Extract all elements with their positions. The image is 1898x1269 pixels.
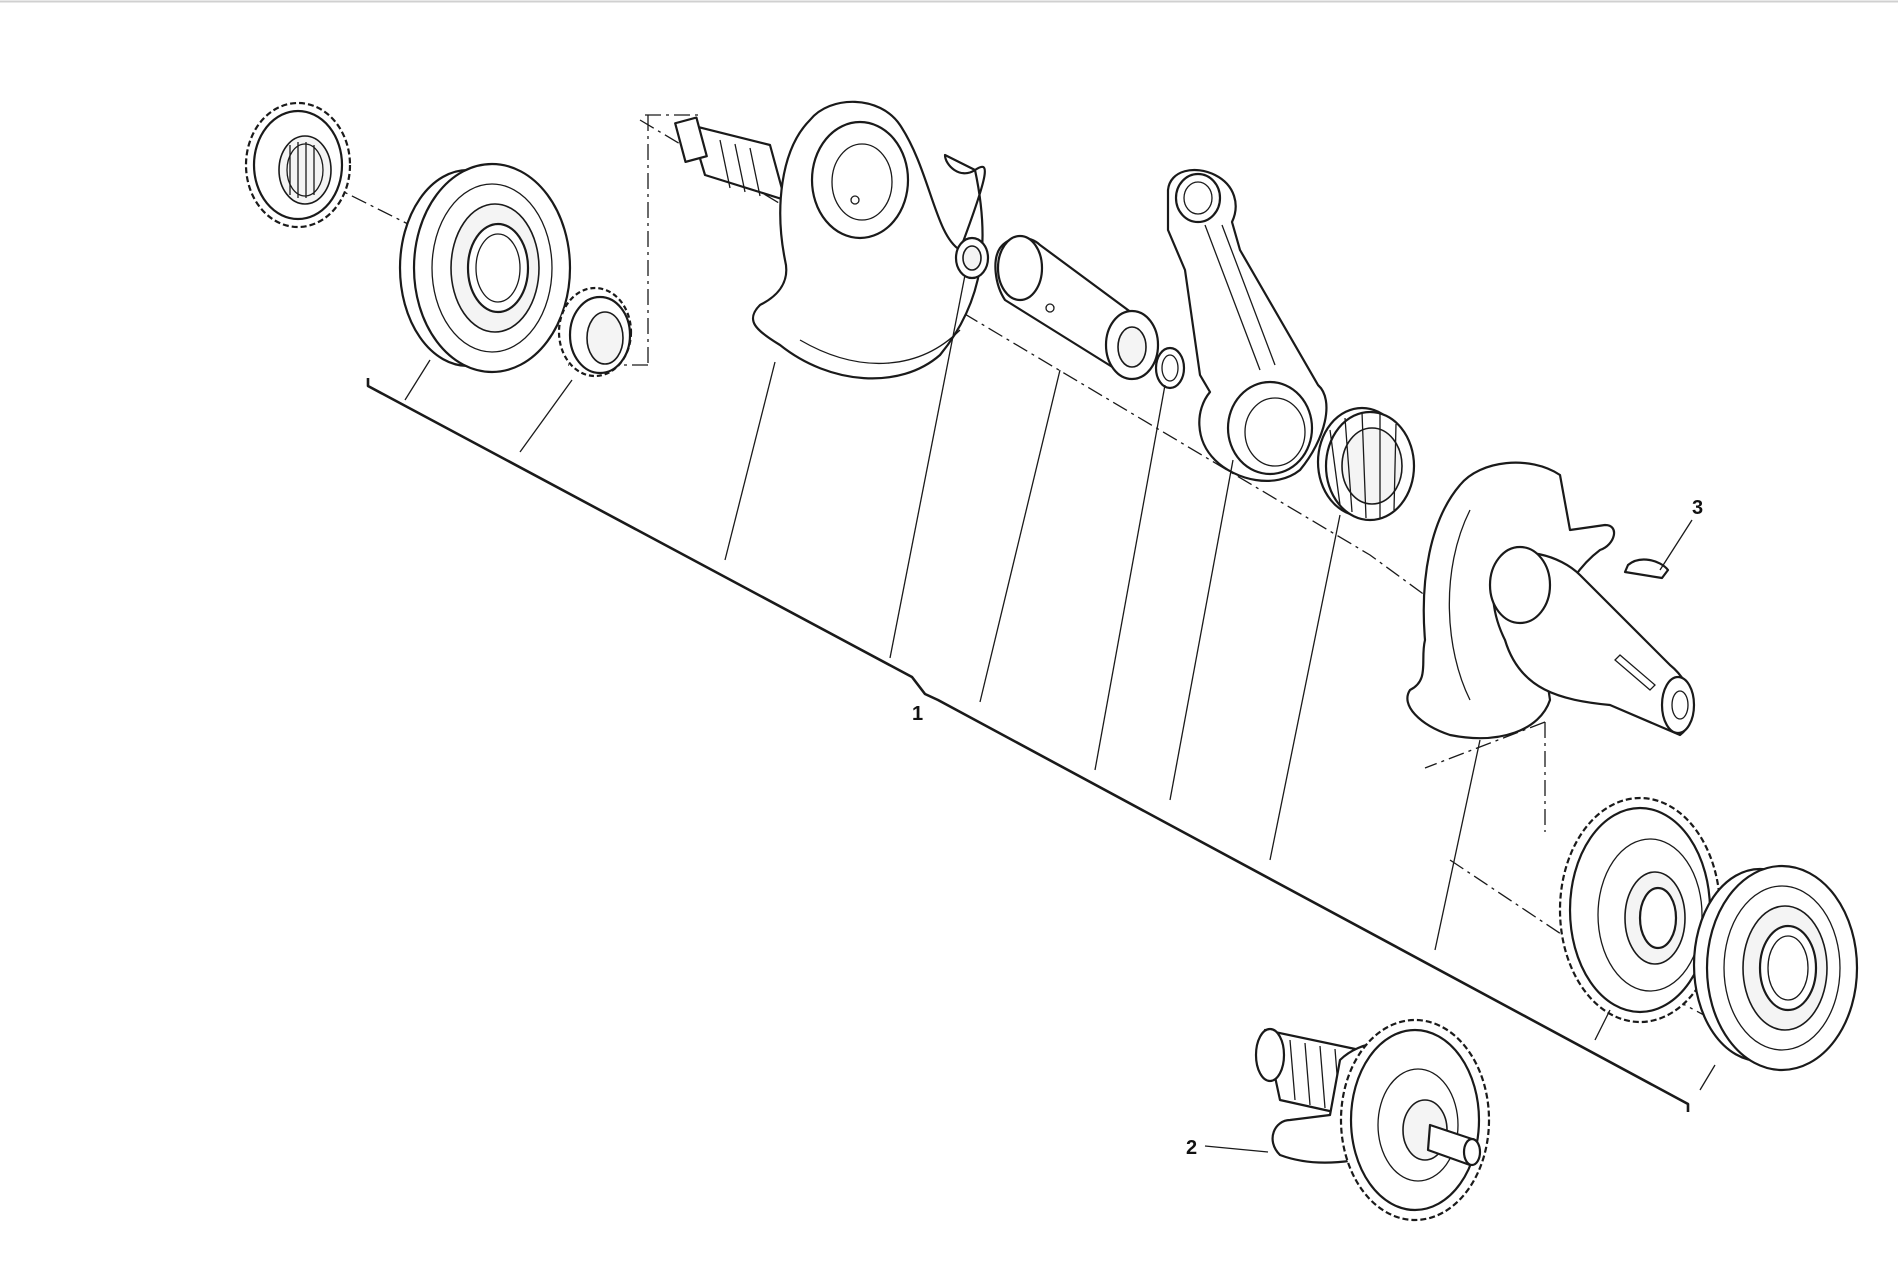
callout-3-label: 3 xyxy=(1692,497,1703,519)
connecting-rod xyxy=(1166,168,1328,482)
left-crank-web xyxy=(674,100,986,380)
callout-2-leader xyxy=(1204,1145,1269,1153)
small-bushing xyxy=(954,236,990,280)
large-right-gear xyxy=(1558,796,1722,1024)
right-crank-web xyxy=(1406,461,1696,740)
balancer-shaft-gear xyxy=(1254,1018,1491,1222)
small-sprocket xyxy=(557,286,633,378)
assembly-bracket xyxy=(366,378,1690,1112)
crank-pin xyxy=(994,234,1160,381)
woodruff-key xyxy=(1623,558,1670,580)
needle-roller-bearing xyxy=(1316,406,1416,522)
callout-3-leader xyxy=(1659,519,1693,571)
circlip-ring xyxy=(1154,346,1186,390)
right-ball-bearing xyxy=(1692,864,1859,1072)
small-spur-gear xyxy=(244,101,352,229)
callout-2-label: 2 xyxy=(1186,1137,1197,1159)
left-ball-bearing xyxy=(398,162,572,374)
callout-1-label: 1 xyxy=(912,703,923,725)
leader-lines xyxy=(404,274,1716,1091)
